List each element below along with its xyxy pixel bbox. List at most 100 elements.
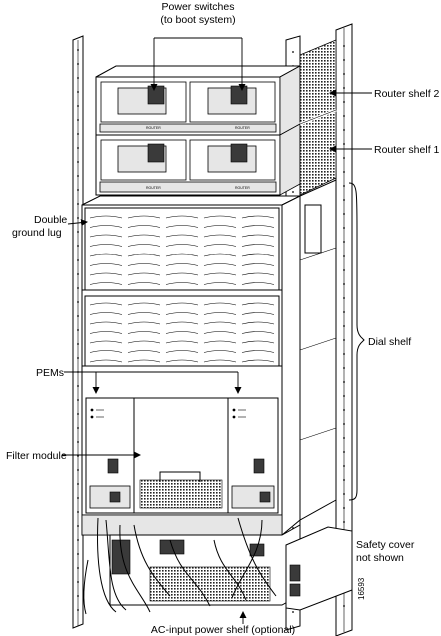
vent-slot xyxy=(89,331,123,334)
rail-hole xyxy=(77,259,79,261)
rail-hole xyxy=(77,357,79,359)
rail-hole xyxy=(77,49,79,51)
vent-slot xyxy=(89,263,123,266)
vent-slot xyxy=(165,272,199,276)
rail-hole xyxy=(77,119,79,121)
vent-slot xyxy=(165,350,199,353)
rail-hole xyxy=(77,343,79,345)
vent-slot xyxy=(127,350,161,353)
rail-hole xyxy=(343,255,345,257)
rail-hole xyxy=(77,595,79,597)
rail-hole xyxy=(77,329,79,331)
rail-hole xyxy=(77,287,79,289)
safety-cover-sublabel: not shown xyxy=(356,552,404,564)
safety-cover-label: Safety cover xyxy=(356,539,415,551)
vent-slot xyxy=(241,331,275,334)
rail-hole xyxy=(343,115,345,117)
vent-slot xyxy=(241,350,275,353)
rail-hole xyxy=(343,185,345,187)
rail-hole xyxy=(343,129,345,131)
rail-hole xyxy=(343,605,345,607)
rail-hole xyxy=(343,73,345,75)
rail-hole xyxy=(343,325,345,327)
vent-slot xyxy=(241,282,275,285)
vent-slot xyxy=(203,340,237,344)
rail-hole xyxy=(343,213,345,215)
vent-slot xyxy=(89,234,123,238)
rail-hole xyxy=(343,199,345,201)
vent-slot xyxy=(127,302,161,306)
figure-number: 16593 xyxy=(357,577,366,600)
vent-slot xyxy=(165,331,199,334)
svg-text:ROUTER: ROUTER xyxy=(235,126,250,130)
vent-slot xyxy=(127,263,161,266)
rail-hole xyxy=(77,133,79,135)
rail-hole xyxy=(343,101,345,103)
vent-slot xyxy=(127,282,161,285)
vent-slot xyxy=(165,340,199,344)
vent-slot xyxy=(203,215,237,219)
vent-slot xyxy=(89,215,123,219)
vent-slot xyxy=(89,340,123,344)
vent-slot xyxy=(165,215,199,219)
vent-slot xyxy=(203,359,237,363)
rail-hole xyxy=(77,609,79,611)
rail-hole xyxy=(343,227,345,229)
power-switches-sublabel: (to boot system) xyxy=(160,14,235,26)
vent-slot xyxy=(127,331,161,334)
rail-hole xyxy=(343,143,345,145)
vent-slot xyxy=(241,244,275,247)
vent-slot xyxy=(203,263,237,266)
rail-hole xyxy=(343,479,345,481)
rail-hole xyxy=(77,385,79,387)
vent-slot xyxy=(165,253,199,257)
vent-slot xyxy=(89,253,123,257)
rail-hole xyxy=(77,91,79,93)
ac-power-shelf xyxy=(109,524,301,606)
dial-shelf-label: Dial shelf xyxy=(368,336,411,348)
rail-hole xyxy=(77,455,79,457)
vent-slot xyxy=(165,359,199,363)
vent-slot xyxy=(241,321,275,325)
vent-slot xyxy=(241,263,275,266)
rail-hole xyxy=(77,175,79,177)
dial-shelf-brace xyxy=(348,182,365,501)
vent-slot xyxy=(241,312,275,315)
double-ground-lug-label: Double xyxy=(34,214,67,226)
vent-slot xyxy=(127,234,161,238)
vent-slot xyxy=(203,350,237,353)
rail-hole xyxy=(343,157,345,159)
vent-slot xyxy=(127,253,161,257)
upper-vent-louvres xyxy=(89,215,275,285)
rail-hole xyxy=(77,581,79,583)
rail-hole xyxy=(77,427,79,429)
rail-hole xyxy=(77,539,79,541)
rail-hole xyxy=(77,567,79,569)
pem-left xyxy=(85,397,135,514)
vent-slot xyxy=(89,312,123,315)
vent-slot xyxy=(89,272,123,276)
vent-slot xyxy=(241,234,275,238)
vent-slot xyxy=(203,312,237,315)
vent-slot xyxy=(241,253,275,257)
rail-hole xyxy=(77,483,79,485)
rail-hole xyxy=(77,245,79,247)
rail-hole xyxy=(77,525,79,527)
vent-slot xyxy=(203,302,237,306)
vent-slot xyxy=(127,215,161,219)
vent-slot xyxy=(203,331,237,334)
rail-hole xyxy=(292,191,294,193)
vent-slot xyxy=(241,302,275,306)
vent-slot xyxy=(165,244,199,247)
vent-slot xyxy=(89,225,123,228)
vent-slot xyxy=(127,225,161,228)
rail-hole xyxy=(343,241,345,243)
rail-hole xyxy=(77,77,79,79)
vent-slot xyxy=(127,244,161,247)
vent-slot xyxy=(203,282,237,285)
vent-slot xyxy=(203,234,237,238)
rail-hole xyxy=(343,409,345,411)
vent-slot xyxy=(89,302,123,306)
vent-slot xyxy=(165,312,199,315)
